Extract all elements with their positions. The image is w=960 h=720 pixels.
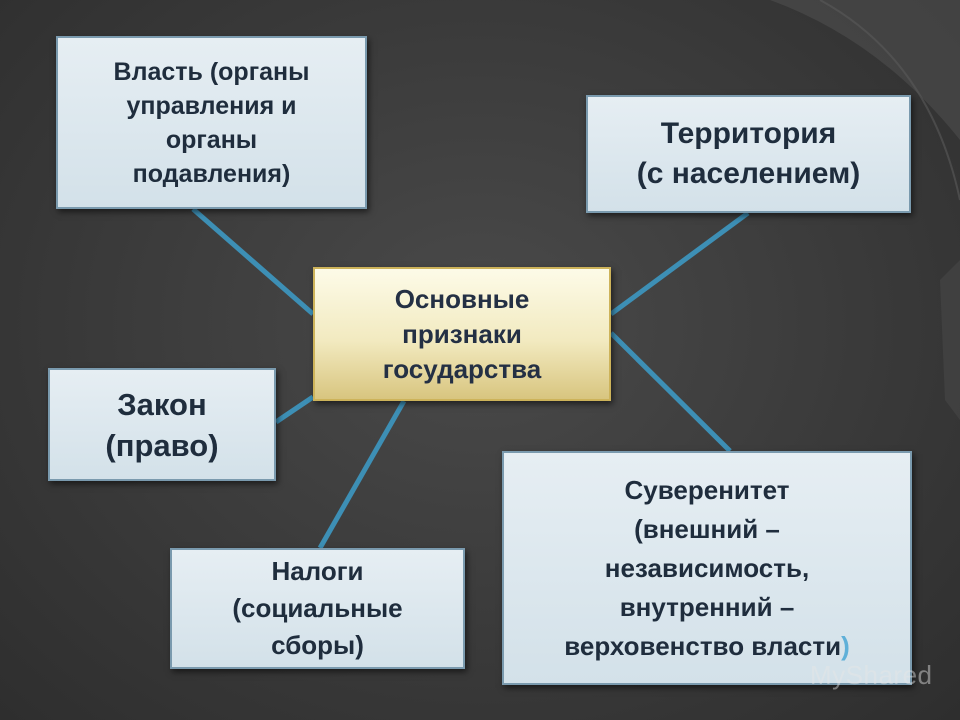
node-territoriya: Территория (с населением) (586, 95, 911, 213)
node-vlast-label: Власть (органы управления и органы подав… (113, 57, 310, 188)
node-nalogi-label: Налоги (социальные сборы) (232, 556, 403, 660)
connector-suverenitet (609, 331, 732, 453)
node-zakon: Закон (право) (48, 368, 276, 481)
connector-zakon (274, 394, 315, 425)
node-suverenitet-label: Суверенитет (внешний – независимость, вн… (564, 474, 842, 661)
node-vlast: Власть (органы управления и органы подав… (56, 36, 367, 209)
node-suverenitet: Суверенитет (внешний – независимость, вн… (502, 451, 912, 685)
node-zakon-label: Закон (право) (105, 386, 219, 463)
watermark-text: MyShared (810, 660, 933, 690)
center-node-label: Основные признаки государства (382, 283, 542, 384)
node-nalogi: Налоги (социальные сборы) (170, 548, 465, 669)
node-territoriya-label: Территория (с населением) (636, 117, 861, 190)
center-node: Основные признаки государства (313, 267, 611, 401)
connector-territoriya (609, 210, 750, 317)
connector-vlast (191, 207, 315, 316)
connector-nalogi (317, 399, 407, 550)
node-suverenitet-text: Суверенитет (внешний – независимость, вн… (564, 471, 850, 666)
node-suverenitet-closing: ) (841, 630, 850, 661)
